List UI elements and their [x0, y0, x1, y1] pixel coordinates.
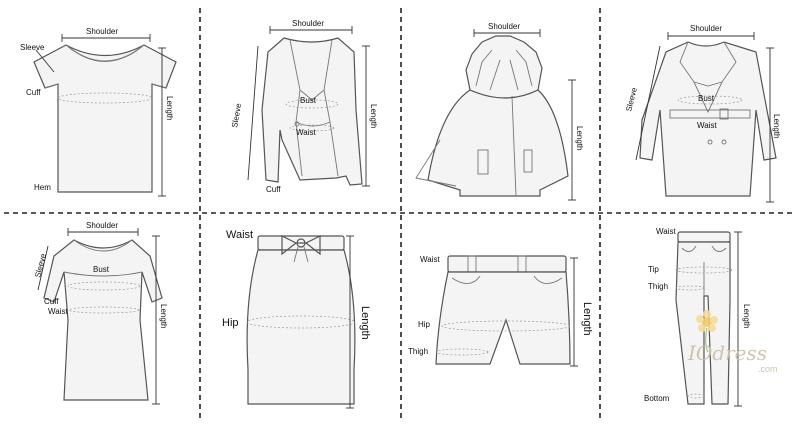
shorts-length-label: Length	[581, 302, 593, 336]
panel-blazer: Shoulder Bust Waist Cuff Sleeve Length	[230, 19, 378, 194]
panel-shorts: Waist Hip Thigh Length	[408, 255, 593, 367]
cape-shoulder-label: Shoulder	[488, 22, 520, 31]
blazer-waist-label: Waist	[296, 128, 316, 137]
skirt-waist-label: Waist	[226, 229, 253, 241]
shorts-outline	[435, 271, 571, 365]
blazer-length-label: Length	[369, 104, 378, 128]
blazer-sleeve-label: Sleeve	[230, 102, 243, 128]
shorts-waist-label: Waist	[420, 255, 440, 264]
skirt-hip-label: Hip	[222, 317, 239, 329]
tshirt-cuff-label: Cuff	[26, 88, 41, 97]
panel-dress: Shoulder Bust Cuff Waist Sleeve Length	[33, 221, 168, 405]
panel-coat: Shoulder Bust Waist Sleeve Length	[624, 24, 781, 203]
skirt-outline	[246, 249, 356, 405]
coat-bust-label: Bust	[698, 94, 715, 103]
cape-fur-hood	[465, 35, 543, 99]
shorts-thigh-label: Thigh	[408, 347, 428, 356]
dress-length-label: Length	[159, 304, 168, 328]
panel-grid	[4, 8, 796, 418]
tshirt-hem-label: Hem	[34, 183, 51, 192]
pants-tip-label: Tip	[648, 265, 659, 274]
dress-waist-label: Waist	[48, 307, 68, 316]
flower-icon	[696, 310, 718, 353]
cape-length-label: Length	[575, 126, 584, 150]
coat-outline	[639, 41, 777, 197]
panel-cape: Shoulder Length	[415, 22, 584, 201]
watermark: IOdress .com	[687, 310, 778, 374]
bow-icon	[281, 235, 321, 256]
dress-shoulder-label: Shoulder	[86, 221, 118, 230]
blazer-outline	[261, 37, 363, 186]
dress-cuff-label: Cuff	[44, 297, 59, 306]
watermark-domain: .com	[758, 364, 778, 374]
pants-waist-label: Waist	[656, 227, 676, 236]
tshirt-length-label: Length	[165, 96, 174, 120]
shorts-hip-label: Hip	[418, 320, 431, 329]
tshirt-outline	[33, 44, 177, 193]
dress-outline	[43, 239, 163, 401]
watermark-brand: IOdress	[687, 341, 767, 365]
tshirt-shoulder-label: Shoulder	[86, 27, 118, 36]
blazer-shoulder-label: Shoulder	[292, 19, 324, 28]
coat-sleeve-label: Sleeve	[624, 86, 639, 112]
blazer-bust-label: Bust	[300, 96, 317, 105]
coat-waist-label: Waist	[697, 121, 717, 130]
coat-length-label: Length	[772, 114, 781, 138]
pants-thigh-label: Thigh	[648, 282, 668, 291]
panel-tshirt: Shoulder Sleeve Cuff Hem Length	[20, 27, 177, 197]
panel-skirt: Waist Hip Length	[222, 229, 371, 409]
dress-sleeve-label: Sleeve	[33, 252, 48, 278]
cape-outline	[427, 89, 569, 197]
pants-length-label: Length	[742, 304, 751, 328]
blazer-cuff-label: Cuff	[266, 185, 281, 194]
coat-shoulder-label: Shoulder	[690, 24, 722, 33]
pants-bottom-label: Bottom	[644, 394, 670, 403]
dress-bust-label: Bust	[93, 265, 110, 274]
skirt-length-label: Length	[359, 306, 371, 340]
tshirt-sleeve-label: Sleeve	[20, 43, 45, 52]
